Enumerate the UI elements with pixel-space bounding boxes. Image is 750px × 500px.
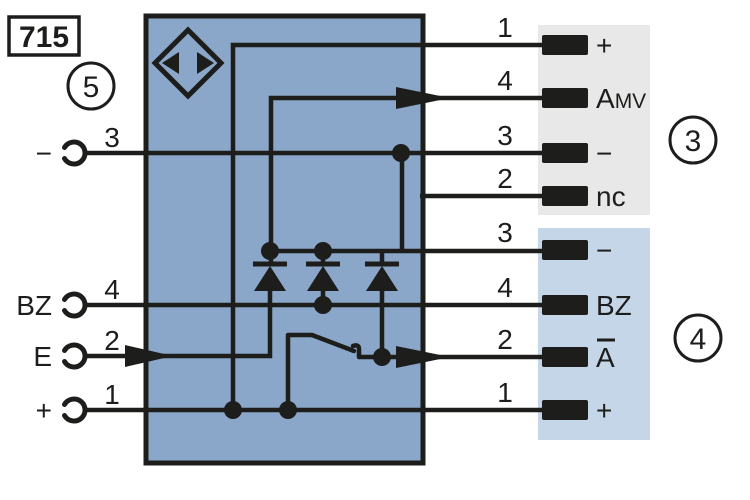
connector-pin-pad bbox=[542, 400, 588, 420]
connector-pin-pad bbox=[542, 143, 588, 163]
switch-contact bbox=[285, 332, 362, 410]
connector-pin-label: − bbox=[596, 235, 612, 266]
connector-pin-label: + bbox=[596, 395, 612, 426]
left-terminal-label: + bbox=[36, 395, 52, 426]
left-terminal-label: − bbox=[36, 138, 52, 169]
terminal-socket-icon bbox=[62, 396, 88, 424]
device-body bbox=[143, 13, 426, 466]
lower-connector-pins: 3 − 4BZ 2A 1 + bbox=[396, 217, 632, 426]
switch-armature bbox=[309, 332, 357, 354]
junction-dots bbox=[224, 144, 410, 419]
connector-pin-number: 3 bbox=[497, 120, 513, 151]
connector-pin-pad bbox=[542, 295, 588, 315]
connector-pin-number: 4 bbox=[497, 272, 513, 303]
output-arrow-icon bbox=[396, 87, 450, 109]
input-arrow-icon bbox=[125, 345, 173, 367]
connector-pin-number: 4 bbox=[497, 65, 513, 96]
connector-pin-number: 2 bbox=[497, 163, 513, 194]
callout-upper-connector: 3 bbox=[668, 115, 718, 165]
connector-pin-label: − bbox=[596, 138, 612, 169]
callout-upper-connector-number: 3 bbox=[685, 125, 702, 158]
left-terminal-pin-number: 2 bbox=[104, 325, 120, 356]
diode-2 bbox=[306, 261, 340, 291]
wire-amv bbox=[268, 95, 545, 264]
protection-diodes bbox=[253, 261, 399, 291]
type-badge: 715 bbox=[7, 15, 81, 57]
connector-pin-label: A bbox=[596, 342, 615, 373]
callout-lower-connector: 4 bbox=[673, 313, 723, 363]
type-badge-text: 715 bbox=[19, 21, 69, 54]
connector-pin-number: 3 bbox=[497, 217, 513, 248]
connector-pin-label: BZ bbox=[596, 290, 632, 321]
left-terminal-pin-number: 4 bbox=[104, 274, 120, 305]
diode-1 bbox=[253, 261, 287, 291]
left-terminals: − 3BZ 4E 2 +1 bbox=[16, 122, 173, 426]
output-arrow-icon bbox=[396, 346, 450, 368]
connector-pin-pad bbox=[542, 88, 588, 108]
callout-lower-connector-number: 4 bbox=[690, 323, 707, 356]
switch-fixed-contact bbox=[350, 343, 362, 360]
connector-pin-number: 2 bbox=[497, 324, 513, 355]
diode-3 bbox=[365, 261, 399, 291]
connector-pin-pad bbox=[542, 347, 588, 367]
connector-pin-pad bbox=[542, 35, 588, 55]
upper-connector-block bbox=[538, 25, 650, 215]
left-terminal-pin-number: 1 bbox=[104, 379, 120, 410]
left-terminal-pin-number: 3 bbox=[104, 122, 120, 153]
internal-wiring bbox=[85, 42, 545, 413]
connector-pin-label: + bbox=[596, 30, 612, 61]
terminal-socket-icon bbox=[62, 291, 88, 319]
callout-device-number: 5 bbox=[83, 71, 100, 104]
sensor-symbol-icon bbox=[151, 26, 225, 100]
left-terminal-label: E bbox=[33, 341, 52, 372]
terminal-socket-icon bbox=[62, 342, 88, 370]
left-terminal-label: BZ bbox=[16, 290, 52, 321]
wire-plus-top bbox=[230, 42, 545, 410]
connector-pin-pad bbox=[542, 240, 588, 260]
terminal-socket-icon bbox=[62, 139, 88, 167]
connector-pin-label: nc bbox=[596, 181, 626, 212]
connector-pin-pad bbox=[542, 186, 588, 206]
callout-device: 5 bbox=[66, 61, 116, 111]
connector-pin-number: 1 bbox=[497, 377, 513, 408]
connector-pin-number: 1 bbox=[497, 12, 513, 43]
connector-pin-label-suffix: MV bbox=[615, 90, 647, 113]
